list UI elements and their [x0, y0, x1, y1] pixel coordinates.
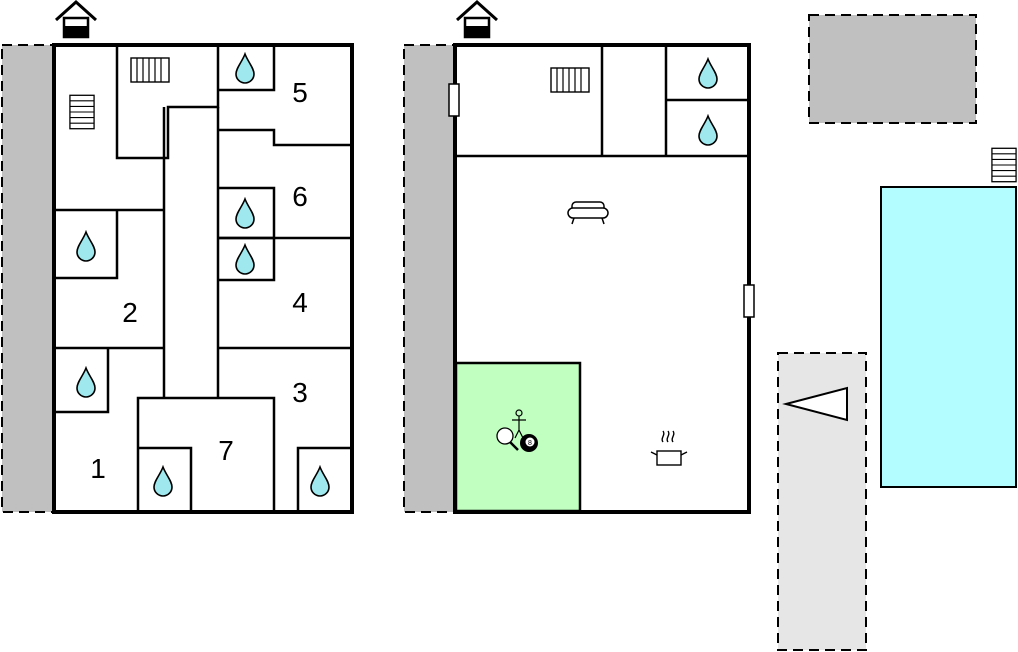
- door-left-wall: [448, 83, 460, 117]
- radiator-icon: [550, 67, 590, 93]
- terrace-top-right: [808, 14, 977, 124]
- room-label-7: 7: [218, 435, 234, 466]
- outside-area: [777, 14, 1017, 651]
- terrace-right: [403, 44, 457, 513]
- room-label-1: 1: [90, 453, 106, 484]
- room-label-3: 3: [292, 377, 308, 408]
- room-label-4: 4: [292, 287, 308, 318]
- room-label-5: 5: [292, 77, 308, 108]
- table-football-icon: [512, 409, 526, 439]
- swimming-pool: [880, 186, 1017, 488]
- floor-right: 8: [403, 0, 755, 514]
- games-room: [454, 361, 582, 513]
- billiard-ball-number: 8: [528, 440, 532, 447]
- stairs-icon: [69, 94, 95, 130]
- interior-walls-right: [455, 45, 749, 158]
- terrace-left: [1, 44, 55, 513]
- floor-left: 5 6 2 4 3 7 1: [1, 0, 354, 514]
- interior-walls-left: [54, 45, 352, 512]
- house-entrance-icon: [54, 0, 98, 39]
- cooking-pot-icon: [650, 430, 688, 466]
- room-label-2: 2: [122, 297, 138, 328]
- sofa-icon: [567, 201, 609, 225]
- house-entrance-icon: [455, 0, 499, 39]
- table-tennis-icon: [496, 427, 519, 451]
- door-right-wall: [743, 284, 755, 318]
- billiard-ball-icon: 8: [520, 434, 538, 452]
- stairs-icon: [991, 147, 1017, 183]
- room-label-6: 6: [292, 181, 308, 212]
- parking-arrow-icon: [782, 386, 848, 422]
- radiator-icon: [130, 57, 170, 83]
